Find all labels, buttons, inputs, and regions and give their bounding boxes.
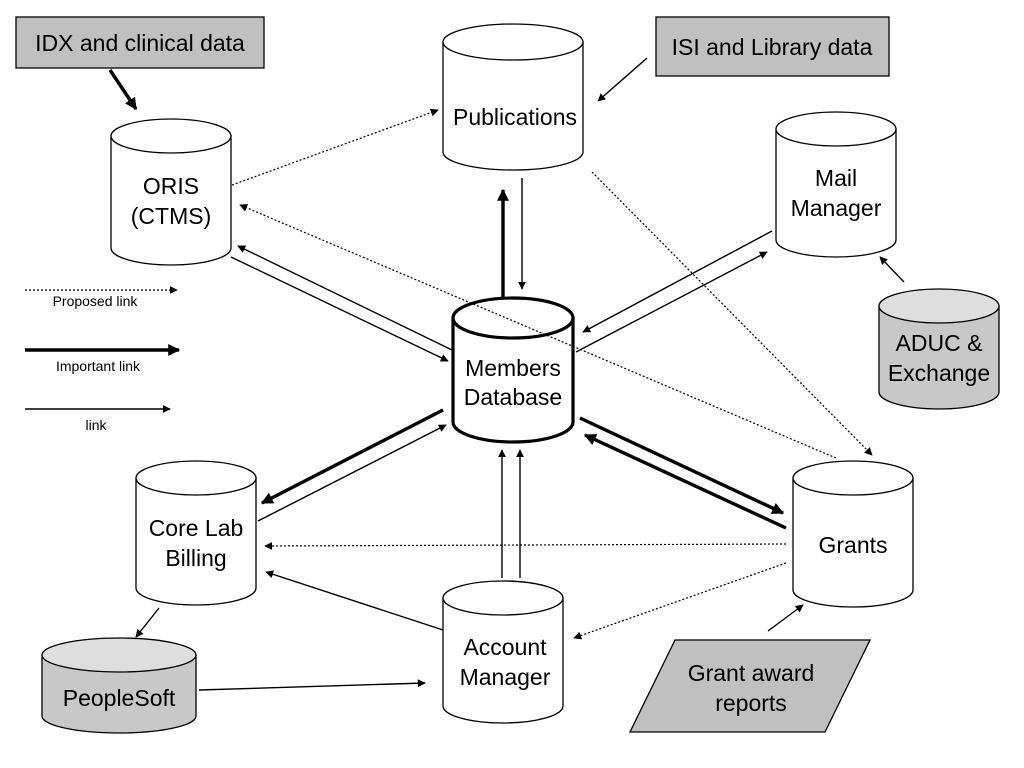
publications-cylinder: Publications (442, 23, 584, 171)
isi-label: ISI and Library data (672, 34, 873, 60)
link-oris-to-publications-proposed (231, 108, 439, 186)
link-grants-to-members (583, 433, 787, 530)
publications-label: Publications (453, 104, 577, 130)
members-db-label-line2: Database (464, 384, 562, 410)
account-manager-label-line2: Manager (460, 664, 551, 690)
grant-award-label-line1: Grant award (688, 660, 815, 686)
oris-label-line2: (CTMS) (131, 203, 211, 229)
mail-manager-cylinder: Mail Manager (775, 111, 897, 258)
core-lab-label-line2: Billing (165, 545, 226, 571)
account-manager-label-line1: Account (463, 634, 547, 660)
core-lab-billing-cylinder: Core Lab Billing (135, 460, 257, 606)
grants-label: Grants (818, 532, 887, 558)
grant-award-label-line2: reports (715, 690, 787, 716)
link-idx-to-oris (108, 69, 138, 110)
aduc-exchange-cylinder: ADUC & Exchange (878, 288, 1000, 410)
link-oris-to-members (230, 256, 449, 362)
aduc-label-line2: Exchange (888, 360, 990, 386)
oris-label-line1: ORIS (143, 173, 199, 199)
link-isi-to-publications (597, 57, 648, 102)
link-grantaward-to-grants (767, 604, 804, 632)
grant-award-reports-shape: Grant award reports (628, 639, 872, 733)
legend: Proposed link Important link link (25, 286, 181, 433)
link-corelab-to-members (257, 424, 447, 522)
legend-important-label: Important link (56, 358, 141, 374)
link-mail-to-members (582, 230, 773, 333)
peoplesoft-cylinder: PeopleSoft (41, 637, 197, 734)
idx-label: IDX and clinical data (35, 30, 245, 56)
legend-proposed-label: Proposed link (53, 293, 139, 309)
link-grants-to-account-proposed (573, 562, 787, 640)
link-account-to-corelab (265, 570, 444, 631)
oris-cylinder: ORIS (CTMS) (110, 118, 232, 266)
link-grants-to-corelab-proposed (264, 541, 787, 550)
core-lab-label-line1: Core Lab (149, 515, 244, 541)
account-manager-cylinder: Account Manager (442, 580, 564, 724)
members-db-label-line1: Members (465, 355, 561, 381)
idx-source-box: IDX and clinical data (15, 16, 265, 69)
link-corelab-to-peoplesoft (135, 607, 160, 638)
link-members-to-oris (237, 245, 453, 351)
peoplesoft-label: PeopleSoft (63, 685, 176, 711)
link-peoplesoft-to-account (198, 679, 426, 691)
aduc-label-line1: ADUC & (896, 330, 983, 356)
link-members-to-grants (579, 416, 785, 515)
link-members-to-corelab (260, 408, 444, 505)
grants-cylinder: Grants (792, 460, 914, 608)
legend-link-label: link (85, 417, 107, 433)
mail-manager-label-line2: Manager (791, 195, 882, 221)
link-aduc-to-mail (879, 256, 905, 283)
link-members-to-mail (575, 251, 768, 353)
isi-source-box: ISI and Library data (655, 16, 890, 77)
mail-manager-label-line1: Mail (815, 165, 857, 191)
members-database-cylinder: Members Database (451, 296, 575, 444)
